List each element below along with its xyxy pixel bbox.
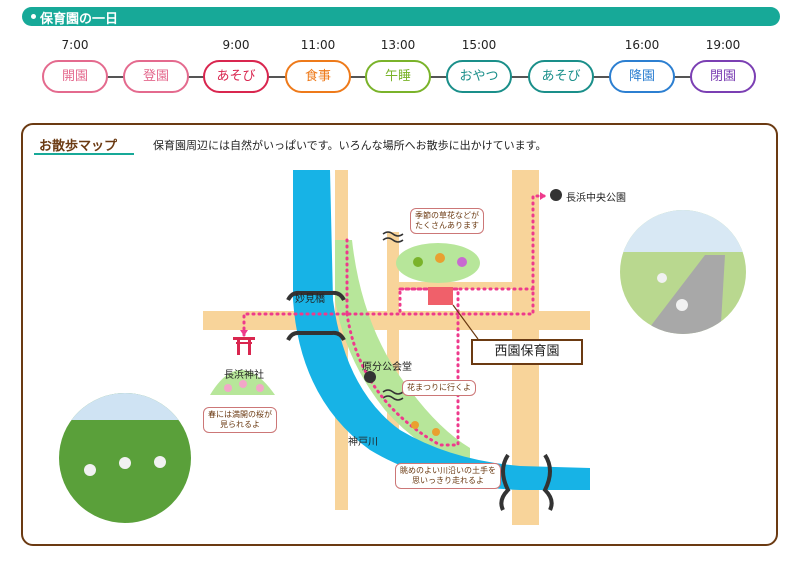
road-horizontal-upper [387,282,514,289]
timeline-step: おやつ [446,60,512,93]
bridge-label: 妙見橋 [295,294,325,305]
map-description: 保育園周辺には自然がいっぱいです。いろんな場所へお散歩に出かけています。 [153,139,547,152]
note-riverbank-line2: 思いっきり走れるよ [412,476,484,485]
hall-marker [364,371,376,383]
photo-children-hill [59,393,191,523]
shrine-label: 長浜神社 [224,370,264,381]
map-title-underline [34,153,134,155]
flower-icon [457,257,467,267]
note-riverbank: 眺めのよい川沿いの土手を 思いっきり走れるよ [395,463,501,489]
note-sakura-line1: 春には満開の桜が [208,410,272,419]
park-label: 長浜中央公園 [566,193,626,204]
timeline-step: 閉園 [690,60,756,93]
river-label: 神戸川 [348,437,378,448]
flower-icon [435,253,445,263]
timeline-step: あそび [203,60,269,93]
child-icon [432,428,440,436]
nursery-marker [428,287,453,305]
note-riverbank-line1: 眺めのよい川沿いの土手を [400,466,496,475]
note-sakura: 春には満開の桜が 見られるよ [203,407,277,433]
child-icon [411,421,419,429]
timeline-time: 19:00 [705,38,741,52]
header-bar: 保育園の一日 [22,7,780,27]
timeline-step: 開園 [42,60,108,93]
timeline-step: 午睡 [365,60,431,93]
timeline-time: 9:00 [222,38,250,52]
map-title: お散歩マップ [39,139,118,154]
bridge-mark-top [286,290,346,301]
nursery-pointer [452,304,479,340]
timeline-step: 降園 [609,60,675,93]
torii-icon [233,337,255,355]
photo-children-road [620,210,746,334]
timeline-time: 13:00 [380,38,416,52]
timeline-time: 16:00 [624,38,660,52]
sakura-icon [224,384,232,392]
timeline-step: あそび [528,60,594,93]
timeline-step: 登園 [123,60,189,93]
water-mark-icon [382,237,404,243]
note-sakura-line2: 見られるよ [220,420,260,429]
sakura-icon [239,380,247,388]
water-mark-icon [382,395,404,401]
timeline-time: 15:00 [461,38,497,52]
note-flowers-line2: たくさんあります [415,221,479,230]
park-marker [550,189,562,201]
bridge-mark-right [542,453,554,511]
plant-icon [413,257,423,267]
bridge-mark-bottom [286,330,346,341]
timeline-time: 11:00 [300,38,336,52]
riverbank-green [335,240,470,468]
note-flowers: 季節の草花などが たくさんあります [410,208,484,234]
bridge-mark-left [499,453,511,511]
water-mark-icon [382,389,404,395]
walk-route [242,194,547,447]
note-festival: 花まつりに行くよ [402,380,476,396]
note-flowers-line1: 季節の草花などが [415,211,479,220]
route-arrow-icon [540,192,546,200]
timeline-step: 食事 [285,60,351,93]
hall-label: 原分公会堂 [362,362,412,373]
nursery-label: 西園保育園 [471,339,583,365]
water-mark-icon [382,231,404,237]
flower-field [396,243,480,283]
sakura-icon [256,384,264,392]
timeline-time: 7:00 [61,38,89,52]
river [293,170,590,490]
header-dot [31,14,36,19]
route-arrow-icon [240,330,248,336]
page-title: 保育園の一日 [40,12,119,27]
